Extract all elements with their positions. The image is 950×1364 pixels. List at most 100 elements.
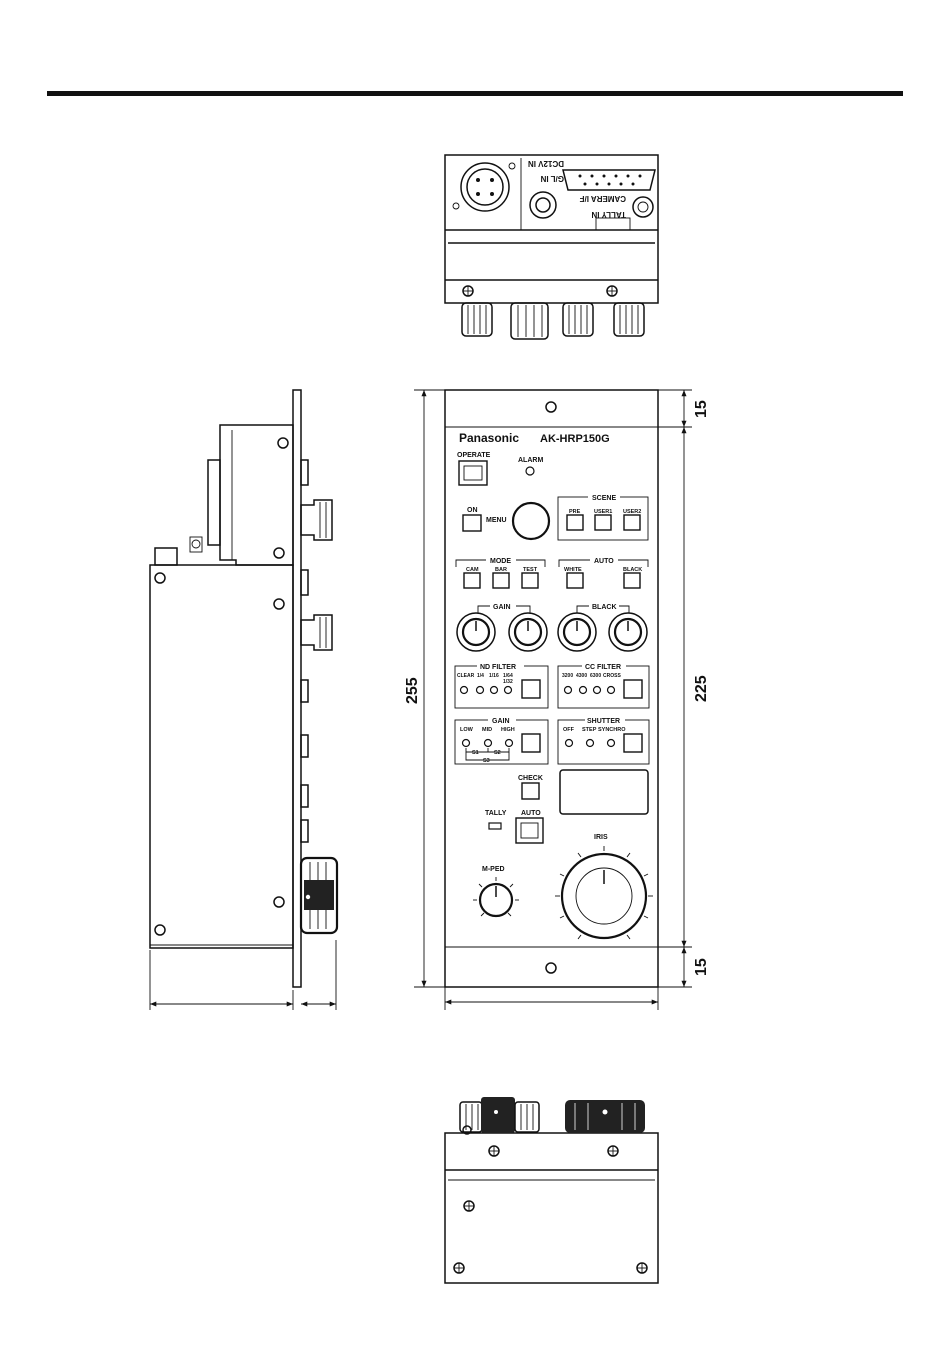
scene-user2-button[interactable] — [623, 514, 641, 531]
nd-clear-label: CLEAR — [457, 673, 475, 679]
iris-knob-side — [299, 856, 339, 935]
cc-6300-label: 6300 — [590, 673, 601, 679]
gain-knob-1[interactable] — [461, 617, 491, 647]
mped-label: M-PED — [482, 866, 505, 873]
scene-user1-label: USER1 — [594, 509, 612, 515]
menu-knob[interactable] — [511, 501, 551, 541]
mode-title: MODE — [490, 558, 511, 565]
dc-in-label: DC12V IN — [528, 159, 564, 168]
check-button[interactable] — [521, 782, 540, 800]
black-knob-1[interactable] — [562, 617, 592, 647]
gain-high-led — [504, 738, 514, 748]
gain-s3-label: S3 — [483, 758, 490, 764]
nd-116-label: 1/16 — [489, 673, 499, 679]
dim-total-height: 255 — [404, 677, 421, 704]
auto-white-label: WHITE — [564, 567, 582, 573]
mode-cam-button[interactable] — [463, 572, 481, 589]
brand-label: Panasonic — [459, 431, 519, 445]
camera-if-label: CAMERA I/F — [580, 194, 626, 203]
scene-title: SCENE — [592, 495, 616, 502]
check-label: CHECK — [518, 775, 543, 782]
nd-14-label: 1/4 — [477, 673, 484, 679]
bottom-view — [444, 1097, 659, 1284]
scene-pre-label: PRE — [569, 509, 581, 515]
mode-bar-label: BAR — [495, 567, 507, 573]
model-label: AK-HRP150G — [540, 433, 610, 445]
scene-user2-label: USER2 — [623, 509, 641, 515]
shutter-button[interactable] — [623, 733, 643, 753]
cc-led-2 — [578, 685, 588, 695]
on-label: ON — [467, 507, 478, 514]
gain-s2-label: S2 — [494, 750, 501, 756]
shutter-step-label: STEP — [582, 727, 597, 733]
black-knobs-title: BLACK — [592, 604, 617, 611]
shutter-step-led — [585, 738, 595, 748]
operate-button[interactable] — [458, 460, 488, 486]
dim-inner-height: 225 — [693, 675, 710, 702]
menu-label: MENU — [486, 517, 507, 524]
cc-led-3 — [592, 685, 602, 695]
auto-white-button[interactable] — [566, 572, 584, 589]
gain-sel-title: GAIN — [492, 718, 510, 725]
front-view: Panasonic AK-HRP150G OPERATE ALARM ON ME… — [404, 389, 710, 1010]
scene-pre-button[interactable] — [566, 514, 584, 531]
nd-filter-title: ND FILTER — [480, 664, 516, 671]
gain-mid-label: MID — [482, 727, 492, 733]
nd-164-label: 1/64 — [503, 673, 513, 679]
cc-filter-title: CC FILTER — [585, 664, 621, 671]
black-knob-2[interactable] — [613, 617, 643, 647]
dim-top-margin: 15 — [693, 400, 710, 418]
shutter-off-label: OFF — [563, 727, 575, 733]
gain-sel-button[interactable] — [521, 733, 541, 753]
cc-4300-label: 4300 — [576, 673, 587, 679]
shutter-synchro-led — [606, 738, 616, 748]
dim-bottom-margin: 15 — [693, 958, 710, 976]
mode-bar-button[interactable] — [492, 572, 510, 589]
tally-lamp — [488, 822, 502, 830]
auto-iris-label: AUTO — [521, 810, 541, 817]
auto-black-button[interactable] — [623, 572, 641, 589]
shutter-synchro-label: SYNCHRO — [598, 727, 626, 733]
shutter-off-led — [564, 738, 574, 748]
operate-label: OPERATE — [457, 452, 491, 459]
mode-test-button[interactable] — [521, 572, 539, 589]
nd-led-4 — [503, 685, 513, 695]
mode-cam-label: CAM — [466, 567, 479, 573]
auto-iris-button[interactable] — [515, 817, 544, 844]
cc-3200-label: 3200 — [562, 673, 573, 679]
nd-132-label: 1/32 — [503, 679, 513, 685]
tally-in-label: TALLY IN — [591, 210, 626, 219]
gain-low-label: LOW — [460, 727, 474, 733]
tally-label: TALLY — [485, 810, 507, 817]
shutter-title: SHUTTER — [587, 718, 620, 725]
display-window — [559, 769, 649, 815]
cc-led-4 — [606, 685, 616, 695]
mped-knob[interactable] — [478, 882, 514, 918]
gain-knob-2[interactable] — [513, 617, 543, 647]
cc-led-1 — [563, 685, 573, 695]
header-rule — [47, 91, 903, 96]
gl-in-label: G/L IN — [540, 174, 564, 183]
gain-low-led — [461, 738, 471, 748]
gain-s1-label: S1 — [472, 750, 479, 756]
on-button[interactable] — [462, 514, 482, 532]
alarm-led — [525, 466, 535, 476]
gain-mid-led — [483, 738, 493, 748]
gain-knobs-title: GAIN — [493, 604, 511, 611]
auto-black-label: BLACK — [623, 567, 642, 573]
iris-knob[interactable] — [560, 852, 648, 940]
scene-user1-button[interactable] — [594, 514, 612, 531]
nd-filter-button[interactable] — [521, 679, 541, 699]
rear-view: DC12V IN G/L IN CAMERA I/F TALLY IN — [444, 154, 659, 340]
gain-high-label: HIGH — [501, 727, 515, 733]
auto-title: AUTO — [594, 558, 614, 565]
alarm-label: ALARM — [518, 457, 543, 464]
nd-led-2 — [475, 685, 485, 695]
nd-led-1 — [459, 685, 469, 695]
cc-cross-label: CROSS — [603, 673, 621, 679]
side-view — [149, 389, 339, 1010]
nd-led-3 — [489, 685, 499, 695]
cc-filter-button[interactable] — [623, 679, 643, 699]
iris-label: IRIS — [594, 834, 608, 841]
